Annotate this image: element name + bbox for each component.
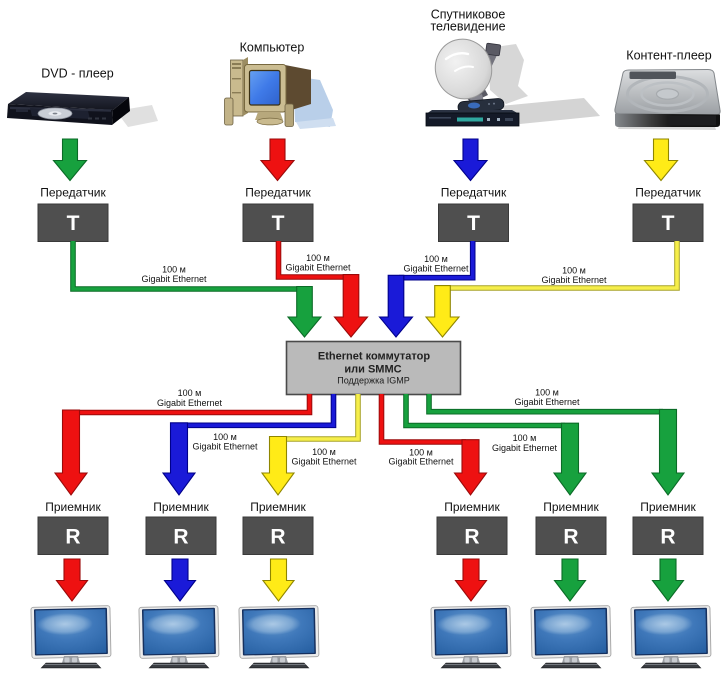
svg-text:T: T xyxy=(272,212,285,235)
svg-text:100 м: 100 м xyxy=(562,266,586,276)
svg-text:Gigabit Ethernet: Gigabit Ethernet xyxy=(285,263,351,273)
svg-text:Gigabit Ethernet: Gigabit Ethernet xyxy=(157,398,223,408)
svg-text:100 м: 100 м xyxy=(178,388,202,398)
svg-text:R: R xyxy=(270,526,285,549)
svg-text:R: R xyxy=(660,526,675,549)
svg-text:Поддержка IGMP: Поддержка IGMP xyxy=(337,376,409,386)
svg-text:Приемник: Приемник xyxy=(250,500,306,514)
svg-text:Gigabit Ethernet: Gigabit Ethernet xyxy=(403,264,469,274)
svg-text:Gigabit Ethernet: Gigabit Ethernet xyxy=(192,442,258,452)
svg-text:Gigabit Ethernet: Gigabit Ethernet xyxy=(388,457,454,467)
svg-text:100 м: 100 м xyxy=(162,264,186,274)
svg-text:Ethernet коммутатор: Ethernet коммутатор xyxy=(318,351,430,363)
svg-text:T: T xyxy=(467,212,480,235)
svg-text:Передатчик: Передатчик xyxy=(245,186,311,200)
svg-text:Контент-плеер: Контент-плеер xyxy=(626,49,711,63)
svg-text:R: R xyxy=(464,526,479,549)
svg-text:Gigabit Ethernet: Gigabit Ethernet xyxy=(291,456,357,466)
svg-text:R: R xyxy=(65,526,80,549)
svg-text:100 м: 100 м xyxy=(409,447,433,457)
svg-text:Gigabit Ethernet: Gigabit Ethernet xyxy=(541,275,607,285)
svg-text:100 м: 100 м xyxy=(424,254,448,264)
svg-text:100 м: 100 м xyxy=(312,447,336,457)
svg-text:или SMMC: или SMMC xyxy=(344,363,401,375)
svg-text:Приемник: Приемник xyxy=(153,500,209,514)
svg-text:100 м: 100 м xyxy=(535,388,559,398)
svg-text:R: R xyxy=(173,526,188,549)
svg-text:Приемник: Приемник xyxy=(45,500,101,514)
svg-text:Приемник: Приемник xyxy=(444,500,500,514)
svg-text:Передатчик: Передатчик xyxy=(441,186,507,200)
svg-text:100 м: 100 м xyxy=(306,253,330,263)
svg-text:Спутниковое: Спутниковое xyxy=(431,8,506,22)
svg-text:телевидение: телевидение xyxy=(430,20,505,34)
svg-text:Передатчик: Передатчик xyxy=(40,186,106,200)
svg-text:Передатчик: Передатчик xyxy=(635,186,701,200)
svg-text:Gigabit Ethernet: Gigabit Ethernet xyxy=(141,274,207,284)
svg-text:Приемник: Приемник xyxy=(543,500,599,514)
svg-text:Компьютер: Компьютер xyxy=(240,41,305,55)
svg-text:T: T xyxy=(67,212,80,235)
svg-text:100 м: 100 м xyxy=(213,432,237,442)
svg-text:DVD - плеер: DVD - плеер xyxy=(41,67,113,81)
svg-text:Приемник: Приемник xyxy=(640,500,696,514)
svg-text:100 м: 100 м xyxy=(513,433,537,443)
svg-text:T: T xyxy=(662,212,675,235)
svg-text:Gigabit Ethernet: Gigabit Ethernet xyxy=(492,443,558,453)
svg-text:Gigabit Ethernet: Gigabit Ethernet xyxy=(514,397,580,407)
svg-text:R: R xyxy=(563,526,578,549)
